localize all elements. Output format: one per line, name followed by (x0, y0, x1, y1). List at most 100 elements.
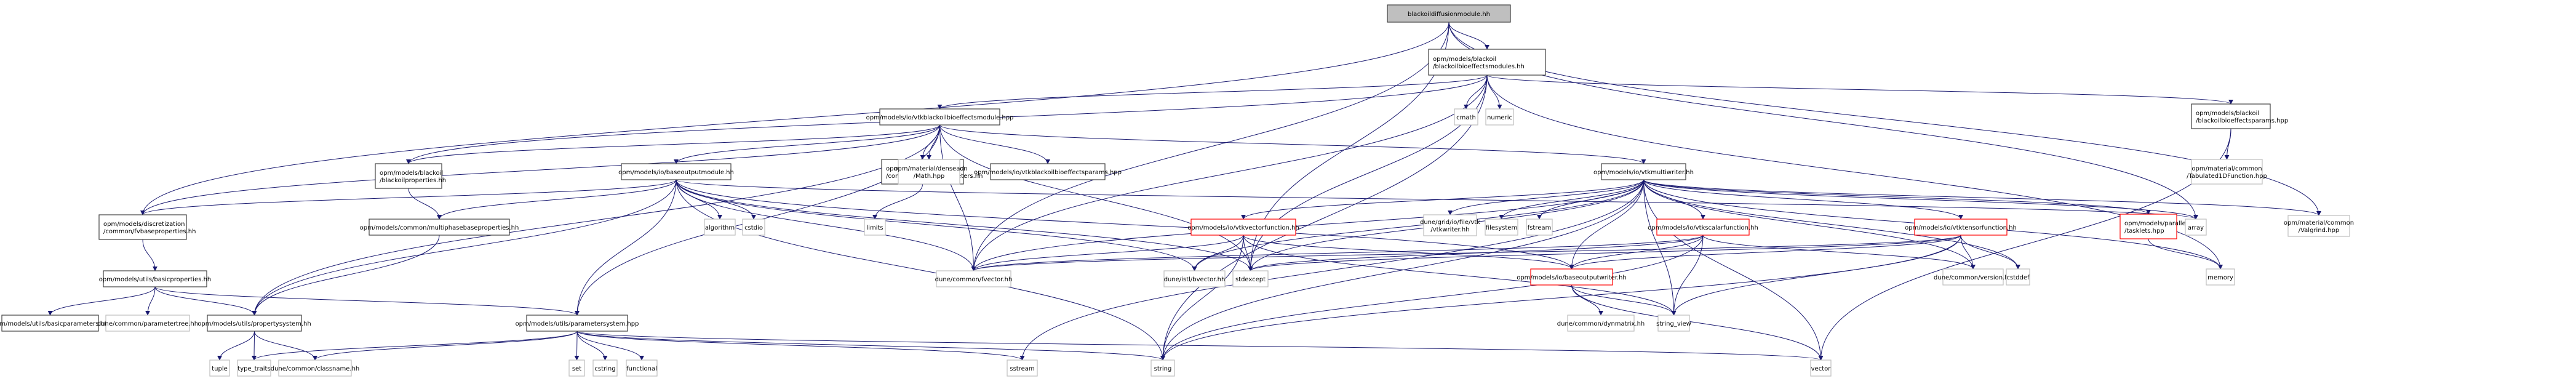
edge-paramsystem-to-cstring (576, 331, 608, 361)
node-label: vector (1811, 366, 1832, 372)
node-classname[interactable]: dune/common/classname.hh (271, 359, 360, 377)
node-box (1914, 219, 2008, 236)
node-multiphase[interactable]: opm/models/common/multiphasebaseproperti… (360, 219, 519, 236)
node-basicprops[interactable]: opm/models/utils/basicproperties.hh (99, 270, 212, 287)
node-cstddef[interactable]: cstddef (2006, 268, 2030, 286)
node-baseoutputwriter[interactable]: opm/models/io/baseoutputwriter.hh (1517, 268, 1627, 286)
edge-tasklets-to-memory (2148, 238, 2223, 270)
node-label: filesystem (1486, 225, 1517, 231)
edge-baseoutputmodule-to-string (676, 179, 1165, 361)
edge-vtkmultiwriter-to-bvector (1192, 179, 1644, 271)
node-tuple[interactable]: tuple (209, 359, 230, 377)
node-box (879, 108, 1000, 126)
node-cstdio[interactable]: cstdio (742, 219, 765, 236)
node-cstring[interactable]: cstring (592, 359, 618, 377)
edge-baseoutputmodule-to-propsystem (252, 179, 677, 316)
node-box (621, 163, 732, 180)
node-fstream[interactable]: fstream (1526, 219, 1553, 236)
node-box (704, 219, 736, 236)
node-paramsystem[interactable]: opm/models/utils/parametersystem.hpp (516, 315, 639, 332)
node-sstream[interactable]: sstream (1007, 359, 1038, 377)
node-vtktensor[interactable]: opm/models/io/vtktensorfunction.hh (1905, 219, 2017, 236)
node-vtkscalar[interactable]: opm/models/io/vtkscalarfunction.hh (1648, 219, 1758, 236)
node-blackoilprops[interactable]: opm/models/blackoil/blackoilproperties.h… (375, 163, 446, 189)
node-vtkvector[interactable]: opm/models/io/vtkvectorfunction.hh (1187, 219, 1299, 236)
node-label: fstream (1528, 225, 1552, 231)
node-root[interactable]: blackoildiffusionmodule.hh (1387, 4, 1511, 23)
node-box (1454, 108, 1478, 126)
node-string[interactable]: string (1150, 359, 1175, 377)
node-label: /Tabulated1DFunction.hpp (2187, 173, 2267, 180)
edge-root-to-valgrind (1448, 22, 2321, 216)
node-cmath[interactable]: cmath (1454, 108, 1478, 126)
edge-vtkscalar-to-version (1702, 235, 1976, 270)
node-label: cstdio (744, 225, 763, 231)
node-densead[interactable]: opm/material/densead/Math.hpp (894, 159, 964, 185)
node-tab1d[interactable]: opm/material/common/Tabulated1DFunction.… (2187, 159, 2267, 185)
node-tasklets[interactable]: opm/models/parallel/tasklets.hpp (2119, 214, 2188, 239)
edge-vtkbioeffmodule-to-blackoilprops (406, 124, 940, 164)
node-label: opm/models/io/vtkvectorfunction.hh (1187, 225, 1299, 231)
node-label: opm/models/blackoil (380, 170, 443, 177)
node-box (2185, 219, 2207, 236)
node-limits[interactable]: limits (864, 219, 886, 236)
node-algorithm[interactable]: algorithm (704, 219, 736, 236)
node-label: type_traits (237, 366, 270, 372)
edge-vtkmultiwriter-to-fvector (971, 179, 1644, 271)
edge-baseoutputmodule-to-algorithm (676, 179, 722, 220)
node-bvector[interactable]: dune/istl/bvector.hh (1163, 270, 1226, 287)
edge-bioeffmodules-to-bioeffparams (1486, 74, 2233, 105)
node-type_traits[interactable]: type_traits (237, 359, 271, 377)
nodes-layer: blackoildiffusionmodule.hh opm/models/bla… (0, 4, 2354, 377)
node-functional[interactable]: functional (626, 359, 658, 377)
edge-paramsystem-to-vector (576, 331, 1823, 361)
node-vtkbioeffmodule[interactable]: opm/models/io/vtkblackoilbioeffectsmodul… (866, 108, 1014, 126)
node-fvector[interactable]: dune/common/fvector.hh (935, 270, 1013, 287)
node-paramtree[interactable]: dune/common/parametertree.hh (97, 315, 198, 332)
node-version[interactable]: dune/common/version.hh (1934, 268, 2012, 286)
node-baseoutputmodule[interactable]: opm/models/io/baseoutputmodule.hh (618, 163, 734, 180)
node-box (1232, 270, 1269, 287)
node-label: opm/models/io/vtkblackoilbioeffectsparam… (974, 169, 1122, 176)
edge-paramsystem-to-string (576, 331, 1165, 361)
edge-vtkbioeffmodule-to-baseoutputmodule (674, 124, 940, 164)
node-box (1485, 108, 1514, 126)
edge-vtkmultiwriter-to-baseoutputwriter (1569, 179, 1644, 270)
node-vtkbioeffparams[interactable]: opm/models/io/vtkblackoilbioeffectsparam… (974, 163, 1122, 180)
node-stdexcept[interactable]: stdexcept (1232, 270, 1269, 287)
node-bioeffparams[interactable]: opm/models/blackoil/blackoilbioeffectspa… (2191, 103, 2288, 129)
node-label: /vtkwriter.hh (1430, 227, 1469, 233)
node-vector[interactable]: vector (1810, 359, 1832, 377)
node-label: /blackoilbioeffectsparams.hpp (2196, 118, 2288, 124)
node-numeric[interactable]: numeric (1485, 108, 1514, 126)
node-vtkwriter[interactable]: dune/grid/io/file/vtk/vtkwriter.hh (1420, 214, 1480, 236)
node-propsystem[interactable]: opm/models/utils/propertysystem.hh (197, 315, 311, 332)
node-box (375, 163, 442, 189)
node-array[interactable]: array (2185, 219, 2207, 236)
edge-propsystem-to-classname (254, 331, 317, 361)
node-label: dune/grid/io/file/vtk (1420, 219, 1480, 226)
node-basicparams[interactable]: opm/models/utils/basicparameters.hh (0, 315, 108, 332)
node-fvbaseprops[interactable]: opm/models/discretization/common/fvbasep… (98, 214, 196, 240)
node-label: string_view (1656, 321, 1691, 327)
node-label: cmath (1456, 114, 1476, 121)
node-box (278, 359, 352, 377)
edge-vtkscalar-to-fvector (971, 235, 1704, 271)
node-valgrind[interactable]: opm/material/common/Valgrind.hpp (2284, 215, 2354, 237)
node-box (1190, 219, 1296, 236)
node-set[interactable]: set (568, 359, 585, 377)
node-label: opm/models/io/vtkblackoilbioeffectsmodul… (866, 114, 1014, 121)
edge-baseoutputmodule-to-fvector (676, 179, 976, 271)
node-label: dune/common/parametertree.hh (97, 321, 198, 327)
node-string_view[interactable]: string_view (1656, 315, 1691, 332)
node-box (105, 315, 190, 332)
node-label: dune/common/classname.hh (271, 366, 360, 372)
edges-layer (47, 22, 2321, 361)
node-box (1, 315, 99, 332)
node-filesystem[interactable]: filesystem (1485, 219, 1518, 236)
edge-vtkbioeffmodule-to-vtkbioeffparams (939, 124, 1050, 164)
node-memory[interactable]: memory (2206, 268, 2235, 286)
node-bioeffmodules[interactable]: opm/models/blackoil/blackoilbioeffectsmo… (1428, 49, 1546, 76)
node-dynmatrix[interactable]: dune/common/dynmatrix.hh (1557, 315, 1645, 332)
node-vtkmultiwriter[interactable]: opm/models/io/vtkmultiwriter.hh (1593, 163, 1694, 180)
